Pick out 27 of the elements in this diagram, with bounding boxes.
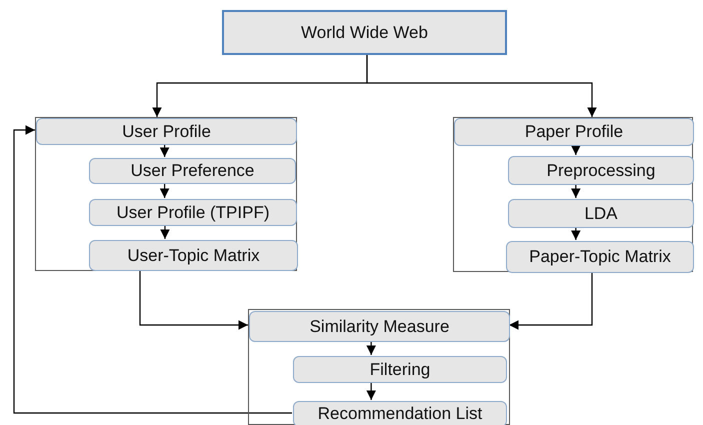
arrow <box>366 382 376 400</box>
process-box: Recommendation List <box>293 401 507 425</box>
process-box: LDA <box>508 199 694 228</box>
arrow <box>160 225 170 239</box>
arrow <box>13 125 292 414</box>
process-box: Paper-Topic Matrix <box>506 241 694 273</box>
process-box: User Profile (TPIPF) <box>89 199 297 226</box>
arrow <box>139 271 248 330</box>
arrow <box>571 145 581 155</box>
arrow <box>160 144 170 157</box>
arrow <box>366 341 376 355</box>
group-frame <box>248 309 510 425</box>
process-box: User Profile <box>36 118 297 145</box>
group-frame <box>35 117 297 271</box>
process-box: Preprocessing <box>508 156 694 185</box>
process-box: World Wide Web <box>222 10 507 55</box>
arrow <box>571 227 581 240</box>
process-box: User Preference <box>89 158 296 184</box>
arrow <box>366 55 597 117</box>
arrow <box>160 183 170 198</box>
arrow <box>509 272 593 330</box>
group-frame <box>453 117 693 272</box>
arrow <box>571 184 581 198</box>
process-box: Similarity Measure <box>249 311 510 342</box>
process-box: Filtering <box>293 356 507 383</box>
process-box: User-Topic Matrix <box>89 240 298 271</box>
process-box: Paper Profile <box>454 118 694 146</box>
